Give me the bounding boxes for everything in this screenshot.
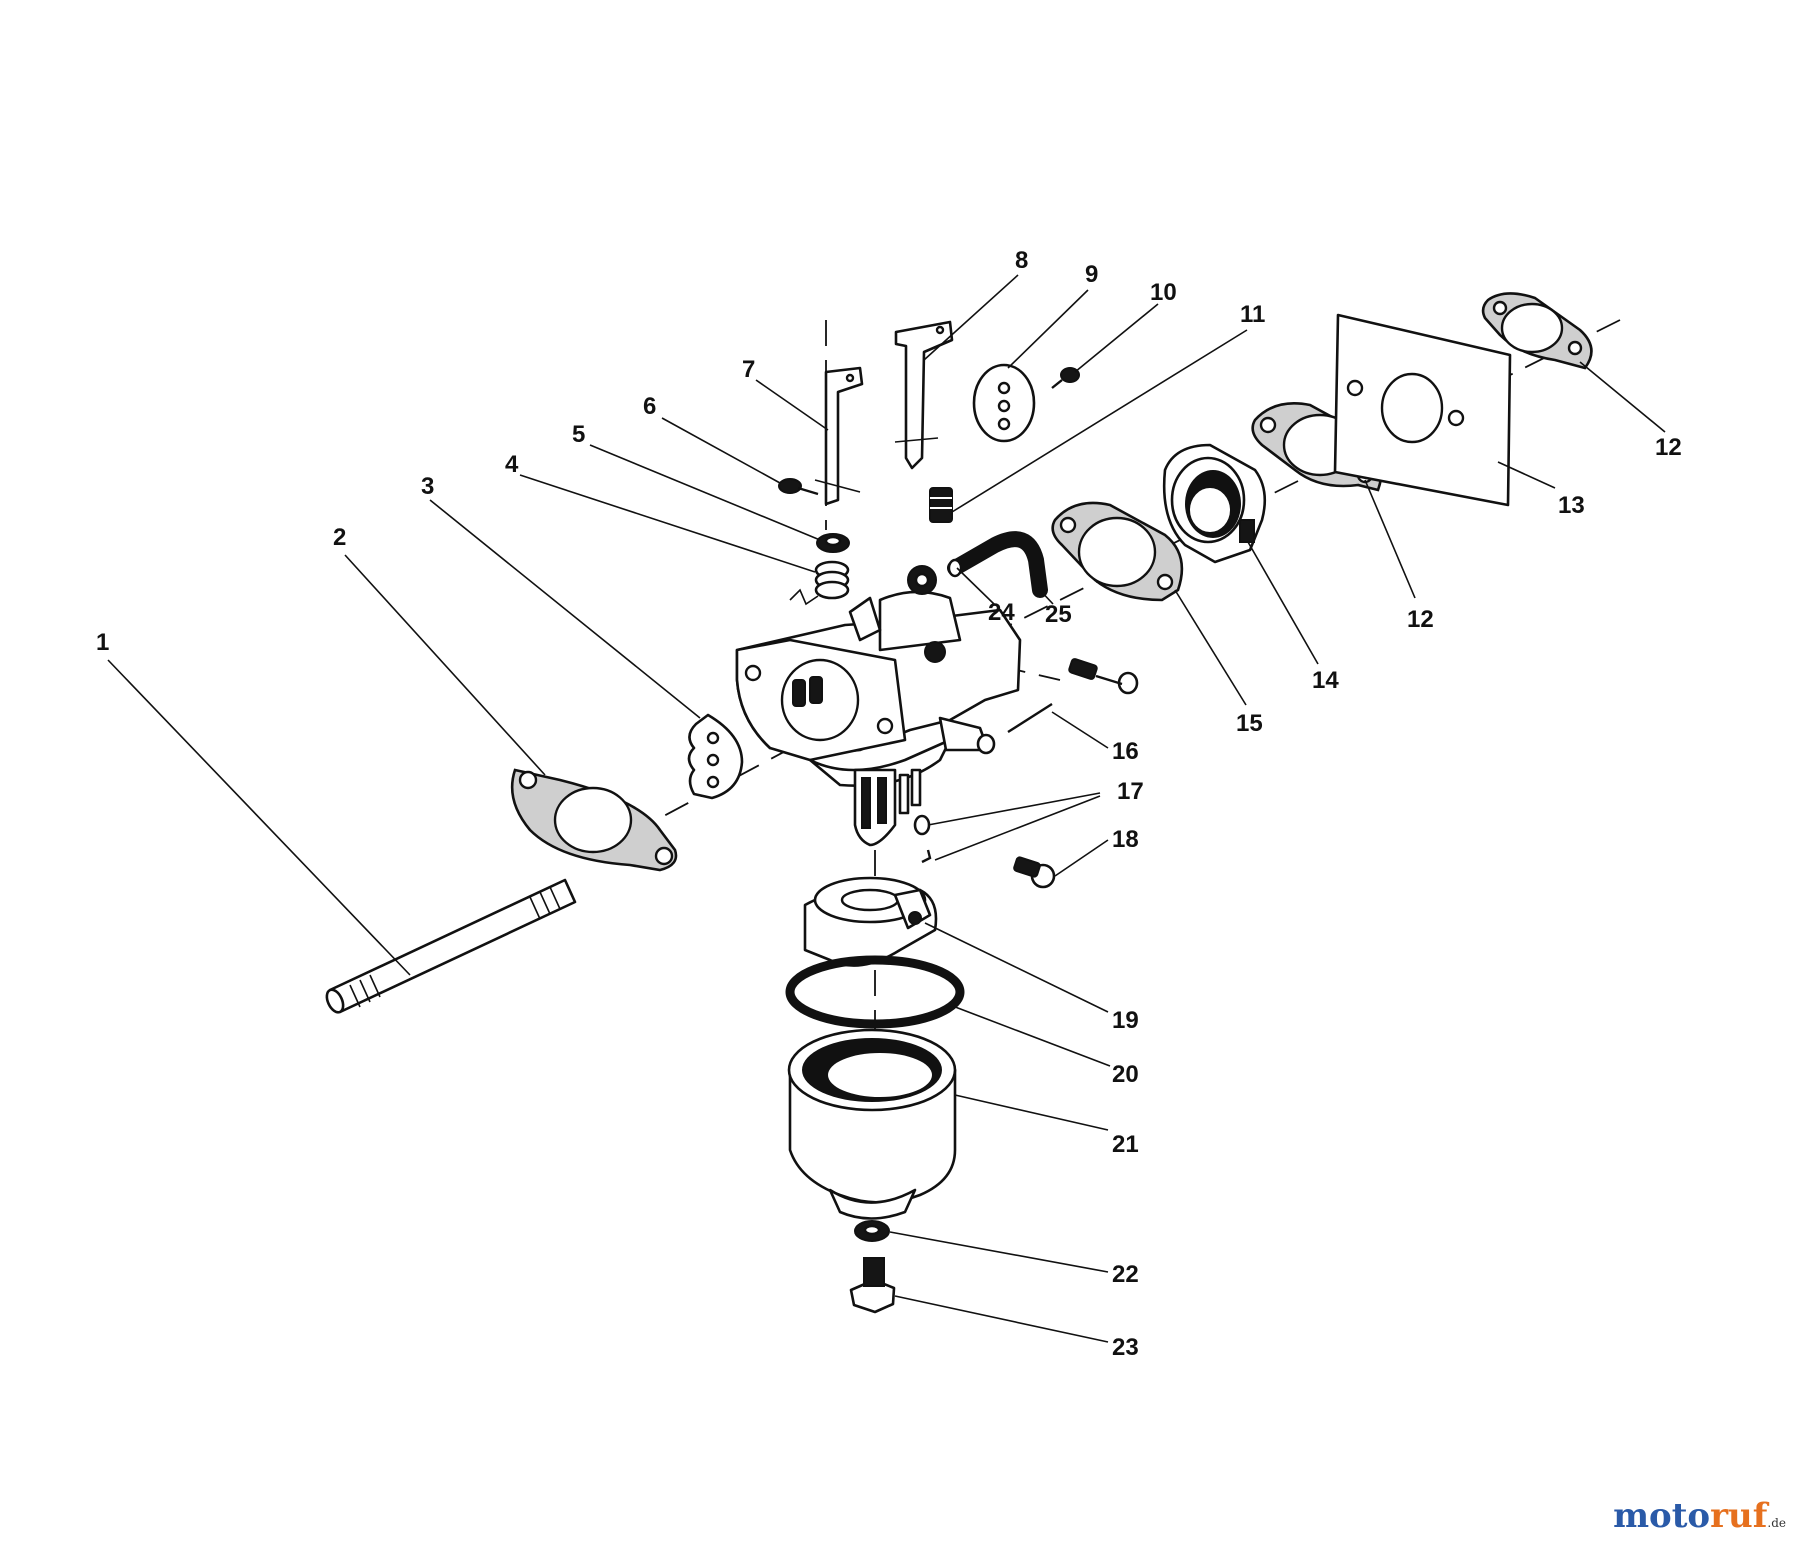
motoruf-watermark: motoruf.de (1613, 1496, 1786, 1536)
callout-14: 14 (1312, 667, 1339, 694)
part-16-needle (1007, 702, 1053, 734)
part-23-bolt (849, 1257, 896, 1314)
part-5-seal (816, 533, 850, 553)
callout-labels: 1 2 3 4 5 6 7 8 9 10 11 12 12 13 14 15 1… (96, 247, 1682, 1361)
part-13-heat-plate (1333, 313, 1512, 507)
callout-7: 7 (742, 356, 755, 383)
watermark-part2: ruf (1710, 1496, 1768, 1536)
callout-20: 20 (1112, 1061, 1139, 1088)
watermark-suffix: .de (1767, 1516, 1786, 1530)
callout-10: 10 (1150, 279, 1177, 306)
part-19-float (803, 876, 938, 967)
part-4-spring (789, 560, 850, 606)
callout-8: 8 (1015, 247, 1028, 274)
callout-4: 4 (505, 451, 519, 478)
part-8-choke-shaft (894, 320, 954, 470)
part-1-stud (325, 878, 577, 1014)
carburetor-body (735, 565, 1022, 847)
callout-19: 19 (1112, 1007, 1139, 1034)
part-20-bowl-gasket (785, 955, 965, 1029)
callout-1: 1 (96, 629, 109, 656)
callout-12b: 12 (1407, 606, 1434, 633)
callout-13: 13 (1558, 492, 1585, 519)
callout-21: 21 (1112, 1131, 1139, 1158)
part-10-screw (1051, 367, 1080, 389)
part-15-gasket (1051, 501, 1184, 602)
callout-5: 5 (572, 421, 585, 448)
part-2-gasket (510, 768, 678, 872)
callout-15: 15 (1236, 710, 1263, 737)
callout-16: 16 (1112, 738, 1139, 765)
side-screw (1068, 658, 1139, 695)
part-9-choke-plate (972, 363, 1036, 443)
part-17-o-rings (913, 814, 932, 864)
watermark-part1: moto (1613, 1496, 1711, 1536)
callout-3: 3 (421, 473, 434, 500)
part-14-spacer (1162, 443, 1267, 564)
callout-2: 2 (333, 524, 346, 551)
callout-25: 25 (1045, 601, 1072, 628)
callout-11: 11 (1240, 301, 1265, 328)
part-24-25-fuel-line (947, 531, 1048, 598)
callout-9: 9 (1085, 261, 1098, 288)
part-22-washer (854, 1220, 890, 1242)
callout-24: 24 (988, 599, 1015, 626)
part-11-fitting (929, 487, 953, 523)
leader-lines (107, 274, 1666, 1343)
callout-6: 6 (643, 393, 656, 420)
callout-12a: 12 (1655, 434, 1682, 461)
callout-17: 17 (1117, 778, 1144, 805)
callout-22: 22 (1112, 1261, 1139, 1288)
callout-23: 23 (1112, 1334, 1139, 1361)
part-7-throttle-shaft (814, 366, 864, 506)
callout-18: 18 (1112, 826, 1139, 853)
part-21-float-bowl (787, 1028, 957, 1220)
part-6-screw (778, 478, 819, 496)
part-12-gasket-upper (1481, 292, 1593, 370)
part-18-screw (1013, 856, 1056, 889)
part-3-throttle-plate (687, 713, 744, 800)
